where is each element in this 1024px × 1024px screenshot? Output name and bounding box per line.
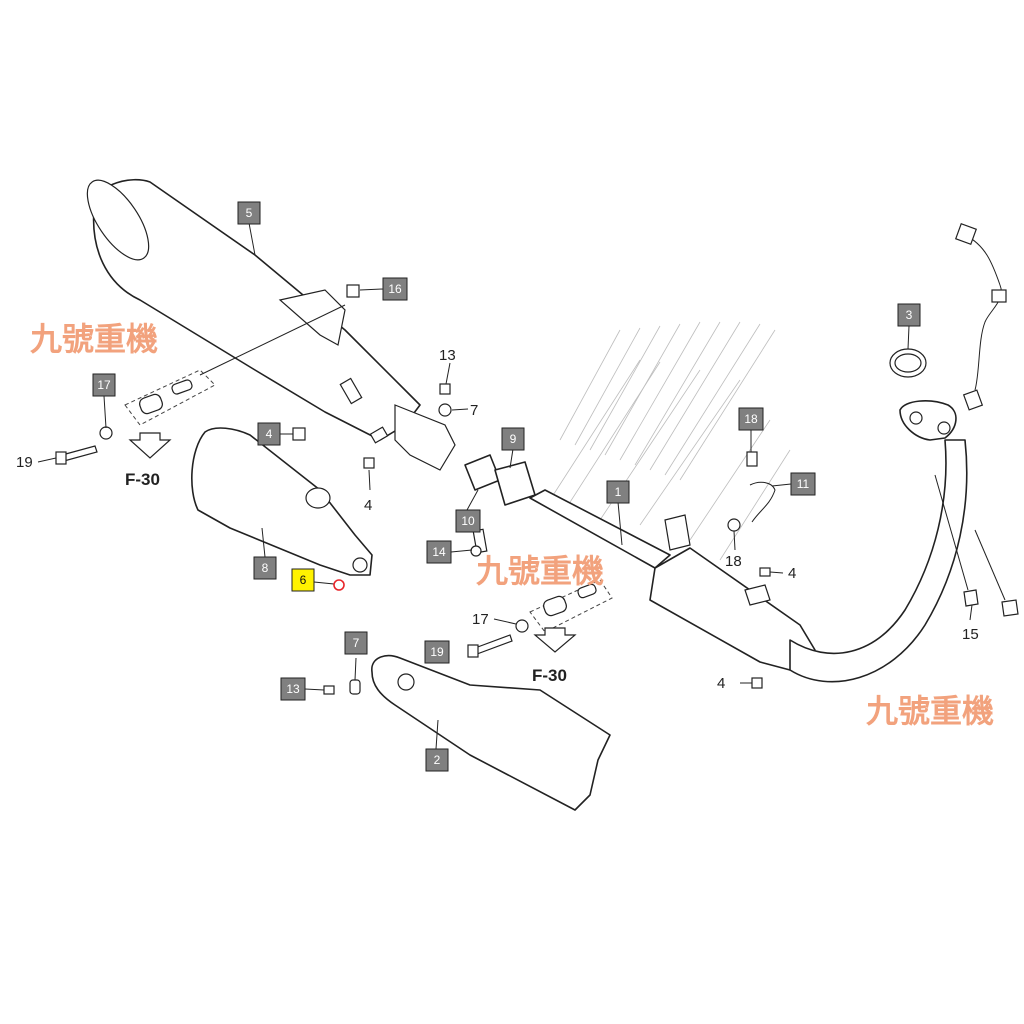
label-4-right[interactable]: 4 [788, 565, 796, 582]
mount-hardware [55, 369, 613, 695]
callout-box-1[interactable]: 1 [606, 480, 630, 504]
ref-arrow-left [128, 432, 172, 459]
exhaust-pipe-part-1 [529, 400, 968, 683]
callout-box-5[interactable]: 5 [237, 201, 261, 225]
label-4-upper-b[interactable]: 4 [364, 497, 372, 514]
svg-text:19: 19 [430, 645, 444, 659]
callout-box-11[interactable]: 11 [790, 472, 816, 496]
ref-arrow-right [533, 627, 577, 653]
svg-text:10: 10 [461, 514, 475, 528]
ref-label-left: F-30 [125, 470, 160, 489]
callout-box-18-upper[interactable]: 18 [738, 407, 764, 431]
svg-text:6: 6 [300, 573, 307, 587]
callout-box-9[interactable]: 9 [501, 427, 525, 451]
label-7-upper[interactable]: 7 [470, 402, 478, 419]
label-13-upper[interactable]: 13 [439, 347, 456, 364]
upper-muffler-part-5 [86, 178, 456, 471]
svg-text:8: 8 [262, 561, 269, 575]
callout-box-16[interactable]: 16 [382, 277, 408, 301]
label-17-right[interactable]: 17 [472, 611, 489, 628]
label-19-left-leader [37, 457, 57, 463]
callout-box-3[interactable]: 3 [897, 303, 921, 327]
callout-box-6-highlighted[interactable]: 6 [291, 568, 315, 592]
callout-13-lower-leader [304, 688, 325, 691]
watermark-center: 九號重機 [476, 552, 604, 590]
callout-box-8[interactable]: 8 [253, 556, 277, 580]
callout-box-13-lower[interactable]: 13 [280, 677, 306, 701]
callout-box-19-right[interactable]: 19 [424, 640, 450, 664]
svg-text:16: 16 [388, 282, 402, 296]
heat-cover-part-8 [191, 427, 373, 576]
svg-text:13: 13 [286, 682, 300, 696]
svg-text:2: 2 [434, 753, 441, 767]
callout-box-17-left[interactable]: 17 [92, 373, 116, 397]
o2-sensor [954, 222, 1007, 411]
svg-text:14: 14 [432, 545, 446, 559]
svg-text:1: 1 [615, 485, 622, 499]
leader-lines [103, 222, 1006, 750]
callout-6-leader [313, 581, 335, 585]
heat-shield-part-2 [371, 654, 611, 811]
label-19-left[interactable]: 19 [16, 454, 33, 471]
callout-box-14[interactable]: 14 [426, 540, 452, 564]
callout-box-10[interactable]: 10 [455, 509, 481, 533]
svg-text:5: 5 [246, 206, 253, 220]
callout-box-7-lower[interactable]: 7 [344, 631, 368, 655]
svg-text:17: 17 [97, 378, 111, 392]
svg-text:7: 7 [353, 636, 360, 650]
label-17-right-leader [493, 618, 517, 625]
svg-text:4: 4 [266, 427, 273, 441]
svg-text:9: 9 [510, 432, 517, 446]
svg-text:11: 11 [797, 477, 810, 491]
label-15[interactable]: 15 [962, 626, 979, 643]
watermark-left: 九號重機 [30, 320, 158, 358]
gasket-part-3 [889, 348, 927, 378]
ref-label-right: F-30 [532, 666, 567, 685]
part-6-highlight-ring [333, 579, 345, 591]
callout-box-4-upper[interactable]: 4 [257, 422, 281, 446]
clamp-parts [292, 284, 1019, 689]
label-18-lower[interactable]: 18 [725, 553, 742, 570]
callout-box-2[interactable]: 2 [425, 748, 449, 772]
svg-text:3: 3 [906, 308, 913, 322]
label-4-lower[interactable]: 4 [717, 675, 725, 692]
svg-text:18: 18 [744, 412, 758, 426]
watermark-right: 九號重機 [866, 692, 994, 730]
